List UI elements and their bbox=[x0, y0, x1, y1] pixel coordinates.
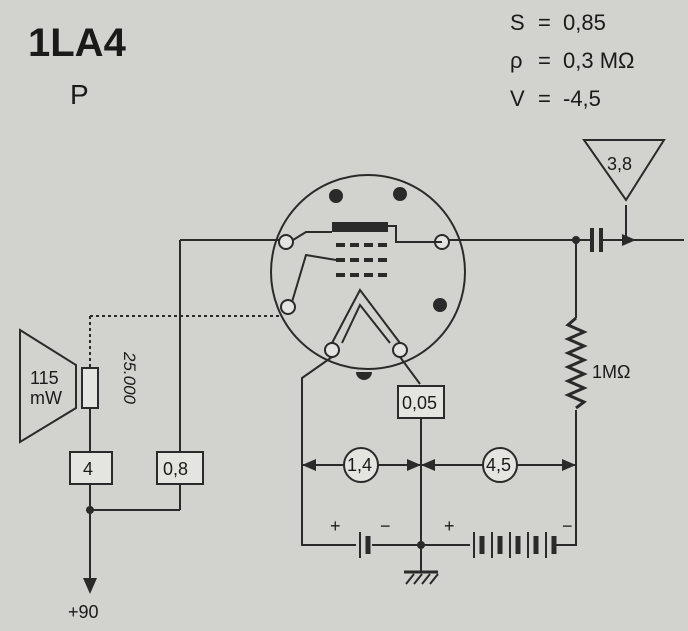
box-0-8 bbox=[156, 451, 204, 485]
box-4-label: 4 bbox=[83, 459, 93, 479]
resistor-boxes: 4 0,8 +90 bbox=[68, 451, 204, 622]
spec-s: S = 0,85 bbox=[510, 10, 606, 35]
tube-envelope bbox=[270, 174, 466, 380]
box-0-8-label: 0,8 bbox=[163, 459, 188, 479]
spec-s-symbol: S bbox=[510, 10, 525, 35]
tube-plate-lead bbox=[388, 225, 442, 243]
tube-grid2-lead bbox=[292, 231, 332, 241]
filament-wire-right bbox=[399, 356, 421, 385]
box-0-05 bbox=[397, 385, 445, 419]
tube-pin-grid2 bbox=[278, 234, 294, 250]
tube-plate bbox=[332, 222, 388, 232]
tube-filament bbox=[331, 288, 401, 344]
spec-rho-symbol: ρ bbox=[510, 48, 523, 73]
battery-2-minus: − bbox=[562, 516, 573, 536]
tube-key-pin bbox=[329, 189, 343, 203]
tube-grid-lead bbox=[291, 253, 337, 303]
ground-hatch-icon bbox=[405, 573, 439, 585]
spec-rho-value: 0,3 MΩ bbox=[563, 48, 634, 73]
battery-1-minus: − bbox=[380, 516, 391, 536]
tube-circle bbox=[270, 174, 466, 370]
resistor-1m bbox=[564, 316, 588, 410]
antenna-triangle-icon bbox=[582, 139, 666, 202]
antenna-value: 3,8 bbox=[607, 154, 632, 174]
spec-v-value: -4,5 bbox=[563, 86, 601, 111]
tube-key-pin bbox=[433, 298, 447, 312]
spec-rho-eq: = bbox=[538, 48, 551, 73]
box-0-05-label: 0,05 bbox=[402, 393, 437, 413]
tube-suffix: P bbox=[70, 79, 89, 110]
filament-circuit: 0,05 1,4 4,5 + − bbox=[301, 356, 577, 585]
bias-voltage-badge bbox=[482, 447, 518, 483]
battery-2-wire-right bbox=[556, 465, 577, 546]
tube-pin-grid bbox=[280, 299, 296, 315]
arrow-icon bbox=[407, 459, 421, 471]
battery-2-plus: + bbox=[444, 516, 455, 536]
filament-wire-left bbox=[301, 356, 356, 546]
output-circuit: 3,8 1MΩ bbox=[449, 139, 684, 465]
arrow-icon bbox=[421, 459, 435, 471]
spec-v: V = -4,5 bbox=[510, 86, 601, 111]
battery-1-plus: + bbox=[330, 516, 341, 536]
supply-arrow-icon bbox=[83, 578, 97, 594]
speaker-icon bbox=[19, 328, 77, 444]
tube-pin-filament-a bbox=[324, 342, 340, 358]
speaker-unit: mW bbox=[30, 388, 62, 408]
tube-pin-filament-b bbox=[392, 342, 408, 358]
spec-s-eq: = bbox=[538, 10, 551, 35]
resistor-label: 1MΩ bbox=[592, 362, 630, 382]
tube-key-notch bbox=[356, 372, 372, 380]
arrow-icon bbox=[302, 459, 316, 471]
bias-voltage-label: 4,5 bbox=[486, 455, 511, 475]
filament-voltage-label: 1,4 bbox=[347, 455, 372, 475]
speaker-power: 115 bbox=[30, 368, 59, 388]
spec-s-value: 0,85 bbox=[563, 10, 606, 35]
speaker-transformer bbox=[81, 367, 99, 409]
filament-voltage-badge bbox=[343, 447, 379, 483]
speaker-transformer-label: 25.000 bbox=[120, 351, 139, 405]
spec-rho: ρ = 0,3 MΩ bbox=[510, 48, 634, 73]
signal-arrow-icon bbox=[622, 234, 636, 246]
feed-wires bbox=[89, 239, 281, 452]
speaker: 115 mW 25.000 bbox=[19, 328, 139, 452]
plate-supply-label: +90 bbox=[68, 602, 99, 622]
arrow-icon bbox=[562, 459, 576, 471]
spec-v-eq: = bbox=[538, 86, 551, 111]
spec-v-symbol: V bbox=[510, 86, 525, 111]
tube-key-pin bbox=[393, 187, 407, 201]
tube-title: 1LA4 bbox=[28, 21, 127, 65]
tube-filament-inner bbox=[341, 303, 391, 344]
battery-2 bbox=[473, 532, 557, 558]
